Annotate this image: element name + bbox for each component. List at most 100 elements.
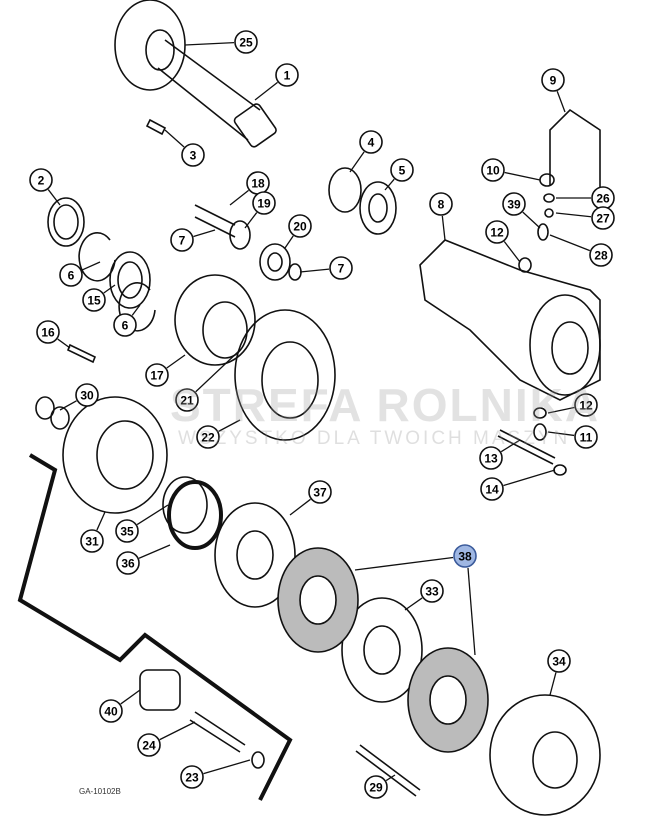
leader-line bbox=[166, 354, 186, 369]
callout-circle bbox=[170, 228, 194, 252]
callout-circle bbox=[574, 425, 598, 449]
leader-line bbox=[547, 406, 575, 414]
callout-number: 26 bbox=[596, 192, 610, 206]
callout-33: 33 bbox=[404, 579, 444, 611]
leader-line bbox=[159, 721, 196, 741]
callout-number: 38 bbox=[458, 550, 472, 564]
callout-19: 19 bbox=[244, 191, 276, 229]
callout-circle bbox=[82, 288, 106, 312]
callout-circle bbox=[288, 214, 312, 238]
callout-circle bbox=[36, 320, 60, 344]
plate-37 bbox=[214, 502, 296, 608]
callout-7: 7 bbox=[299, 256, 353, 280]
leader-line bbox=[503, 469, 556, 487]
leader-line bbox=[120, 689, 141, 705]
ring-gear-22 bbox=[234, 309, 336, 441]
callout-number: 6 bbox=[122, 319, 129, 333]
leader-line bbox=[503, 241, 521, 263]
callout-circle bbox=[99, 699, 123, 723]
planet-carrier-17 bbox=[174, 274, 256, 366]
callout-circle bbox=[591, 206, 615, 230]
callout-31: 31 bbox=[80, 511, 106, 553]
callout-number: 19 bbox=[257, 197, 271, 211]
callout-circle bbox=[275, 63, 299, 87]
callout-number: 8 bbox=[438, 198, 445, 212]
bracket-line bbox=[17, 453, 293, 801]
callout-number: 39 bbox=[507, 198, 521, 212]
tube-9 bbox=[549, 108, 601, 200]
brake-housing-31 bbox=[62, 396, 168, 514]
callout-14: 14 bbox=[480, 469, 556, 501]
callout-circle bbox=[502, 192, 526, 216]
callout-number: 7 bbox=[179, 234, 186, 248]
watermark-subtitle: WSZYSTKO DLA TWOICH MASZYN bbox=[178, 428, 571, 449]
callout-circle bbox=[308, 480, 332, 504]
leader-line bbox=[522, 211, 541, 229]
pin-18 bbox=[194, 204, 236, 238]
leader-line bbox=[131, 304, 141, 316]
callout-number: 36 bbox=[121, 557, 135, 571]
callout-circle bbox=[541, 68, 565, 92]
callout-34: 34 bbox=[547, 649, 571, 696]
callout-38: 38 bbox=[354, 544, 477, 656]
callout-4: 4 bbox=[349, 130, 383, 173]
shaft-splines bbox=[233, 103, 277, 148]
leader-line bbox=[500, 439, 521, 453]
callout-25: 25 bbox=[184, 30, 258, 54]
shaft-24 bbox=[189, 711, 246, 753]
callout-circle bbox=[115, 519, 139, 543]
leader-line bbox=[289, 498, 311, 516]
callout-circle bbox=[180, 765, 204, 789]
callout-number: 20 bbox=[293, 220, 307, 234]
callout-number: 17 bbox=[150, 369, 164, 383]
leader-line bbox=[354, 556, 454, 571]
callout-3: 3 bbox=[164, 129, 205, 167]
leader-line bbox=[385, 774, 396, 782]
callout-number: 34 bbox=[552, 655, 566, 669]
callout-number: 30 bbox=[80, 389, 94, 403]
seal-35 bbox=[162, 476, 208, 534]
callout-8: 8 bbox=[429, 192, 453, 241]
callout-number: 11 bbox=[580, 431, 593, 445]
callout-27: 27 bbox=[555, 206, 615, 230]
callout-circle bbox=[116, 551, 140, 575]
leader-line bbox=[299, 268, 330, 273]
callout-circle bbox=[252, 191, 276, 215]
cup-4 bbox=[328, 167, 362, 213]
callout-number: 12 bbox=[579, 399, 593, 413]
leader-line bbox=[229, 189, 249, 206]
callout-circle bbox=[485, 220, 509, 244]
callout-22: 22 bbox=[196, 419, 241, 449]
callout-12: 12 bbox=[485, 220, 521, 263]
callout-number: 14 bbox=[485, 483, 499, 497]
callout-circle bbox=[29, 168, 53, 192]
leader-line bbox=[81, 261, 101, 271]
leader-line bbox=[441, 215, 446, 241]
leader-line bbox=[284, 235, 294, 249]
callout-number: 29 bbox=[369, 781, 383, 795]
callout-number: 1 bbox=[284, 69, 291, 83]
callout-number: 27 bbox=[596, 212, 610, 226]
callout-1: 1 bbox=[254, 63, 299, 101]
callout-15: 15 bbox=[82, 284, 116, 312]
callout-10: 10 bbox=[481, 158, 541, 182]
callout-circle bbox=[481, 158, 505, 182]
callout-12: 12 bbox=[547, 393, 598, 417]
callout-number: 18 bbox=[251, 177, 265, 191]
callout-number: 12 bbox=[490, 226, 504, 240]
callout-37: 37 bbox=[289, 480, 332, 516]
callout-number: 13 bbox=[484, 452, 498, 466]
gear-20 bbox=[259, 243, 291, 281]
callout-26: 26 bbox=[556, 186, 615, 210]
hub-34 bbox=[489, 694, 601, 816]
seal-2 bbox=[47, 197, 85, 247]
callout-circle bbox=[429, 192, 453, 216]
callout-number: 9 bbox=[550, 74, 557, 88]
leader-line bbox=[549, 234, 591, 252]
callout-number: 5 bbox=[399, 164, 406, 178]
leader-line bbox=[404, 597, 423, 611]
snap-ring-6 bbox=[78, 232, 116, 282]
leader-line bbox=[254, 81, 278, 101]
callout-number: 10 bbox=[486, 164, 500, 178]
